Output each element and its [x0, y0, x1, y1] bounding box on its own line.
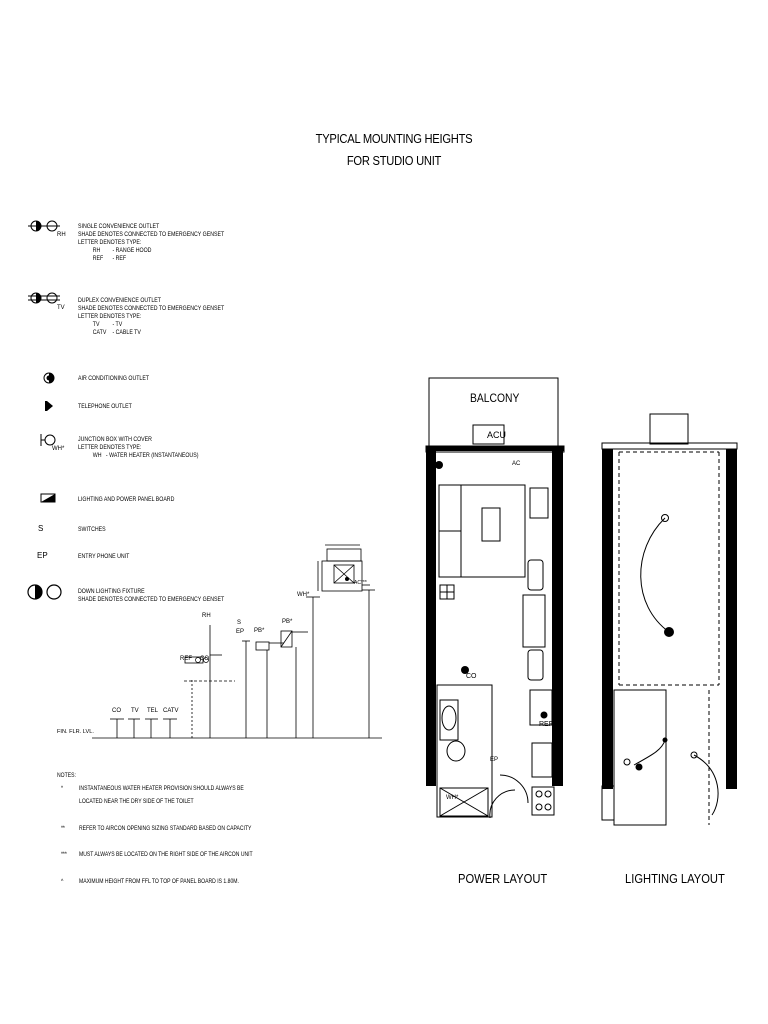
drawing-title-line-2: FOR STUDIO UNIT	[346, 153, 442, 168]
balcony-label: BALCONY	[470, 391, 520, 405]
ac-label: AC	[512, 461, 521, 467]
elev-label-catv: CATV	[163, 708, 179, 714]
single-outlet-icon	[28, 220, 60, 232]
lighting-layout-caption: LIGHTING LAYOUT	[625, 871, 725, 886]
elev-label-pb2: PB*	[282, 619, 293, 625]
legend-item-entry-phone: ENTRY PHONE UNIT	[78, 553, 130, 560]
legend-symbols	[27, 220, 62, 600]
drawing-title-line-1: TYPICAL MOUNTING HEIGHTS	[315, 131, 473, 146]
legend-item-duplex-outlet: DUPLEX CONVENIENCE OUTLET SHADE DENOTES …	[78, 297, 225, 337]
ep-label: EP	[490, 757, 499, 763]
duplex-outlet-icon	[28, 292, 60, 304]
elev-label-pb: PB*	[254, 628, 265, 634]
ref-label: REF	[539, 721, 553, 728]
elev-label-wh: WH*	[297, 592, 310, 598]
switch-icon: S	[38, 524, 44, 533]
panel-board-icon	[40, 493, 56, 503]
acu-label: ACU	[487, 430, 507, 440]
floor-level-label: FIN. FLR. LVL.	[57, 729, 94, 735]
legend-item-panel-board: LIGHTING AND POWER PANEL BOARD	[78, 496, 175, 503]
legend-item-single-outlet: SINGLE CONVENIENCE OUTLET SHADE DENOTES …	[78, 223, 225, 263]
power-layout-plan	[425, 377, 565, 819]
telephone-outlet-icon	[45, 401, 53, 411]
note-3: *** MUST ALWAYS BE LOCATED ON THE RIGHT …	[60, 851, 253, 858]
aircon-outlet-icon	[43, 372, 55, 384]
legend-item-switches: SWITCHES	[78, 526, 106, 533]
elev-label-tel: TEL	[147, 708, 159, 714]
elev-label-ep: EP	[236, 629, 245, 635]
downlight-icon	[27, 584, 62, 600]
legend-item-telephone: TELEPHONE OUTLET	[78, 403, 132, 410]
power-layout-caption: POWER LAYOUT	[458, 871, 548, 886]
legend-item-junction-box: JUNCTION BOX WITH COVER LETTER DENOTES T…	[78, 436, 199, 460]
legend-sub-rh: RH	[57, 232, 66, 238]
elev-label-co: CO	[112, 708, 121, 714]
acu-unit	[472, 424, 505, 445]
legend-sub-tv: TV	[57, 305, 65, 311]
note-1: * INSTANTANEOUS WATER HEATER PROVISION S…	[60, 785, 244, 805]
elev-label-ac: AC***	[354, 580, 367, 586]
notes-heading: NOTES:	[57, 772, 76, 779]
wh-label: WH*	[446, 795, 459, 801]
note-2: ** REFER TO AIRCON OPENING SIZING STANDA…	[60, 825, 252, 832]
junction-box-icon	[40, 434, 56, 446]
entry-phone-icon: EP	[37, 551, 48, 560]
legend-item-aircon: AIR CONDITIONING OUTLET	[78, 375, 150, 382]
elev-label-s: S	[237, 620, 242, 626]
legend-item-downlight: DOWN LIGHTING FIXTURE SHADE DENOTES CONN…	[78, 588, 225, 604]
co-label: CO	[466, 673, 477, 680]
elev-label-co2: CO	[200, 656, 209, 662]
mounting-height-elevation	[92, 544, 382, 739]
elev-label-rh: RH	[202, 613, 211, 619]
lighting-layout-plan	[601, 413, 738, 826]
legend-sub-wh: WH*	[52, 446, 65, 452]
note-4: ^ MAXIMUM HEIGHT FROM FFL TO TOP OF PANE…	[60, 878, 239, 885]
elev-label-ref: REF	[180, 656, 192, 662]
elev-label-tv: TV	[131, 708, 139, 714]
